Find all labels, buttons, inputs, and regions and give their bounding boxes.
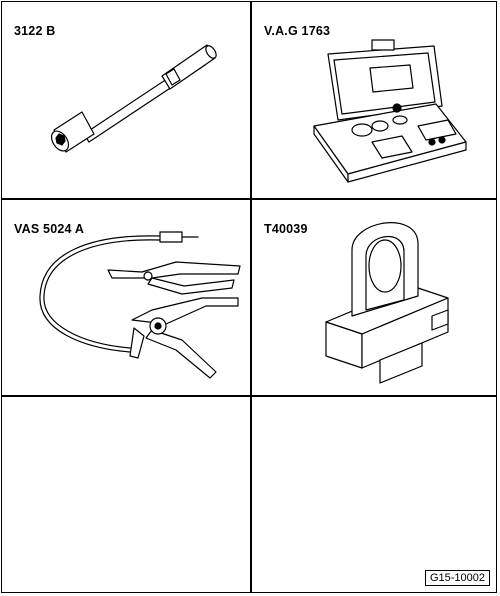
tool-cell-5 <box>2 397 248 594</box>
column-divider <box>250 2 252 592</box>
tool-case-icon <box>313 39 467 183</box>
row-divider-2 <box>2 395 496 397</box>
tool-cell-2: V.A.G 1763 <box>252 2 498 199</box>
tool-label: T40039 <box>264 222 308 236</box>
hose-clip-pliers-icon <box>39 231 241 379</box>
tool-label: 3122 B <box>14 24 56 38</box>
long-socket-extension-icon <box>50 44 217 153</box>
figure-id: G15-10002 <box>424 570 490 586</box>
tool-label: V.A.G 1763 <box>264 24 331 38</box>
tool-cell-6 <box>252 397 498 594</box>
tool-cell-3: VAS 5024 A <box>2 200 248 397</box>
tool-cell-1: 3122 B <box>2 2 248 199</box>
tool-cell-4: T40039 <box>252 200 498 397</box>
fixture-bracket-icon <box>325 222 449 384</box>
tool-label: VAS 5024 A <box>14 222 85 236</box>
row-divider-1 <box>2 198 496 200</box>
